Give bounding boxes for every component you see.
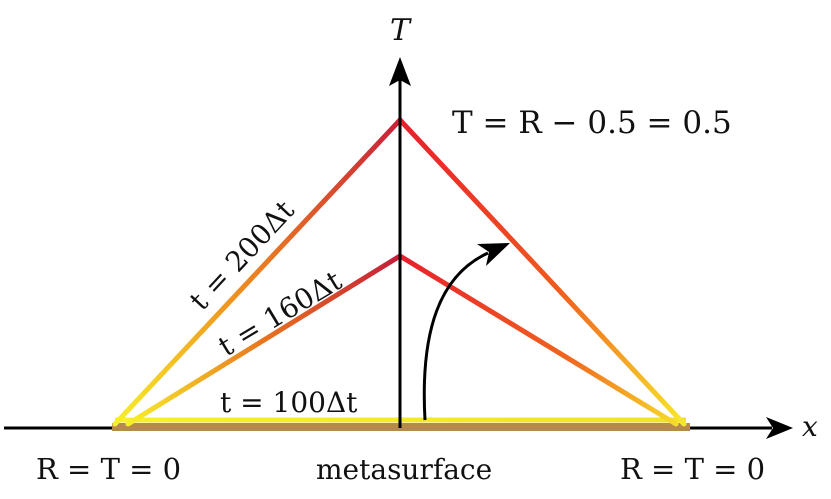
t-axis-arrowhead xyxy=(389,57,411,86)
x-axis-arrowhead xyxy=(766,417,793,439)
t100-label: t = 100Δt xyxy=(220,386,358,419)
t200-curve-left xyxy=(112,117,403,427)
t160-curve-right xyxy=(397,253,679,427)
time-evolution-arrowhead xyxy=(477,243,510,266)
t200-curve-right xyxy=(397,117,687,427)
t160-curve-left xyxy=(125,253,403,427)
right-boundary-label: R = T = 0 xyxy=(620,452,765,486)
time-evolution-arrow xyxy=(422,251,489,421)
t-axis-label: T xyxy=(390,13,412,48)
x-axis-label: x xyxy=(802,410,818,443)
metasurface-label: metasurface xyxy=(316,453,492,486)
left-boundary-label: R = T = 0 xyxy=(36,452,181,486)
formula-label: T = R − 0.5 = 0.5 xyxy=(452,105,732,141)
